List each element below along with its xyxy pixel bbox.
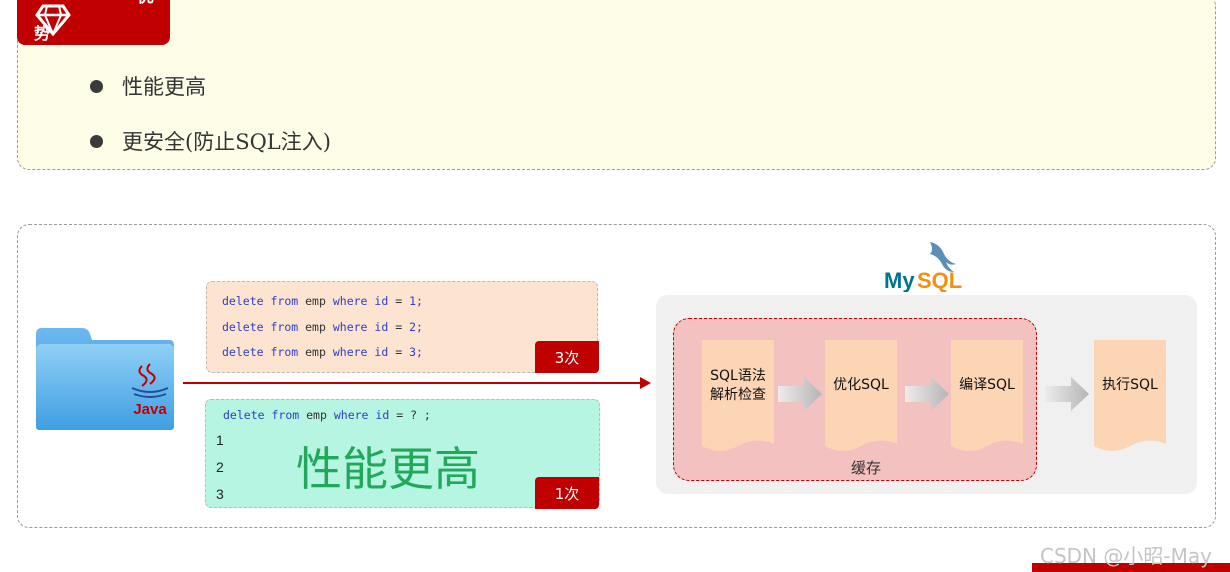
- step-optimize: 优化SQL: [825, 340, 897, 456]
- java-folder-icon: Java: [36, 328, 174, 430]
- bullet-icon: [90, 134, 103, 148]
- bullet-icon: [90, 79, 103, 93]
- step-label: 优化SQL: [833, 377, 889, 393]
- param-value: 3: [216, 486, 224, 502]
- document-shape-icon: [1094, 340, 1166, 451]
- step-execute: 执行SQL: [1094, 340, 1166, 456]
- badge-text-right: 优: [137, 0, 154, 7]
- java-label: Java: [133, 401, 167, 418]
- badge-text-left: 势: [34, 24, 51, 43]
- arrow-head-icon: [640, 377, 651, 389]
- advantage-item: 性能更高: [90, 71, 206, 101]
- flow-arrow-icon: [778, 377, 822, 411]
- mysql-logo-my: My: [884, 268, 915, 292]
- diamond-icon: [35, 4, 71, 36]
- advantage-text: 更安全(防止SQL注入): [122, 130, 331, 154]
- advantage-item: 更安全(防止SQL注入): [90, 126, 331, 156]
- step-label: 编译SQL: [959, 377, 1015, 393]
- cache-label: 缓存: [851, 459, 882, 477]
- watermark: CSDN @小昭-May: [1040, 544, 1212, 568]
- code-line: delete from emp where id = 1;: [222, 294, 423, 308]
- document-shape-icon: [825, 340, 897, 451]
- advantages-badge: 优 势: [17, 0, 170, 45]
- step-label: SQL语法: [710, 368, 766, 384]
- step-parse-check: SQL语法 解析检查: [702, 340, 774, 456]
- param-value: 1: [216, 432, 224, 448]
- flow-arrow-icon: [1045, 377, 1089, 411]
- code-line: delete from emp where id = 3;: [222, 345, 423, 359]
- step-label: 解析检查: [710, 387, 766, 403]
- flow-arrow-icon: [905, 377, 949, 411]
- document-shape-icon: [951, 340, 1023, 451]
- prepared-count-tag: 1次: [535, 477, 599, 509]
- param-value: 2: [216, 459, 224, 475]
- advantages-panel: [17, 0, 1216, 170]
- footer-strip: [1032, 563, 1230, 572]
- document-shape-icon: [702, 340, 774, 451]
- step-label: 执行SQL: [1102, 377, 1158, 393]
- step-compile: 编译SQL: [951, 340, 1023, 456]
- prepared-statement-box: delete from emp where id = ? ; 1 2 3: [205, 399, 600, 508]
- mysql-logo: My SQL: [884, 242, 962, 292]
- code-line: delete from emp where id = ? ;: [223, 408, 431, 422]
- plain-count-tag: 3次: [535, 341, 599, 373]
- code-line: delete from emp where id = 2;: [222, 320, 423, 334]
- performance-highlight: 性能更高: [296, 442, 480, 496]
- request-arrow-line: [183, 382, 643, 384]
- advantage-text: 性能更高: [122, 75, 206, 99]
- mysql-logo-sql: SQL: [917, 268, 962, 292]
- plain-statements-box: delete from emp where id = 1; delete fro…: [206, 281, 598, 373]
